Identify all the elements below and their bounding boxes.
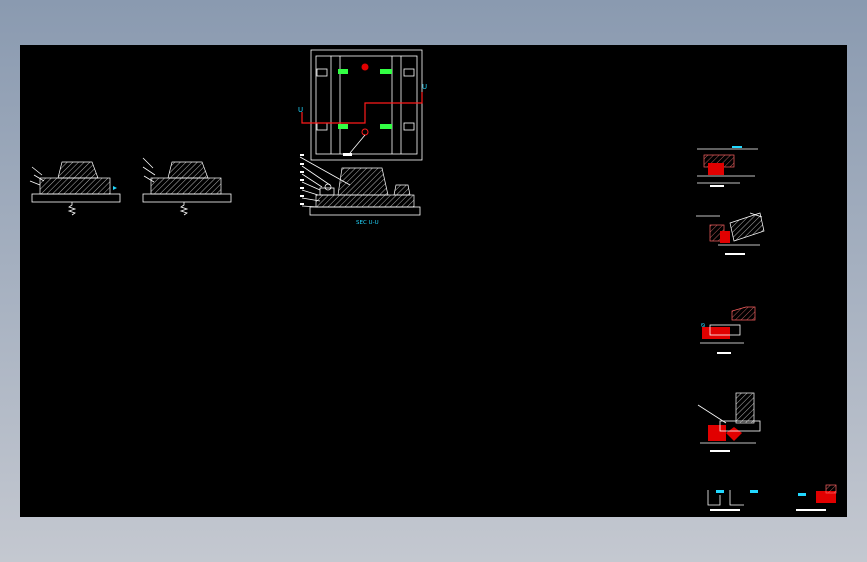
detail-view-1	[697, 146, 758, 187]
side-view-1	[29, 161, 121, 216]
cad-drawing: U U SEC U-U	[29, 49, 837, 511]
side-view-2	[142, 157, 232, 216]
section-title: SEC U-U	[356, 220, 379, 226]
cad-model-space[interactable]: U U SEC U-U	[20, 45, 847, 517]
svg-text:Ø: Ø	[700, 323, 707, 327]
plan-view: U U	[298, 49, 427, 161]
detail-view-3: Ø	[700, 306, 756, 354]
detail-view-5	[707, 490, 758, 511]
detail-view-6	[796, 484, 837, 511]
cut-label-right: U	[422, 83, 427, 91]
section-u-u: SEC U-U	[299, 154, 421, 226]
cut-label-left: U	[298, 106, 303, 114]
detail-view-4	[697, 392, 761, 452]
detail-view-2	[696, 212, 765, 255]
